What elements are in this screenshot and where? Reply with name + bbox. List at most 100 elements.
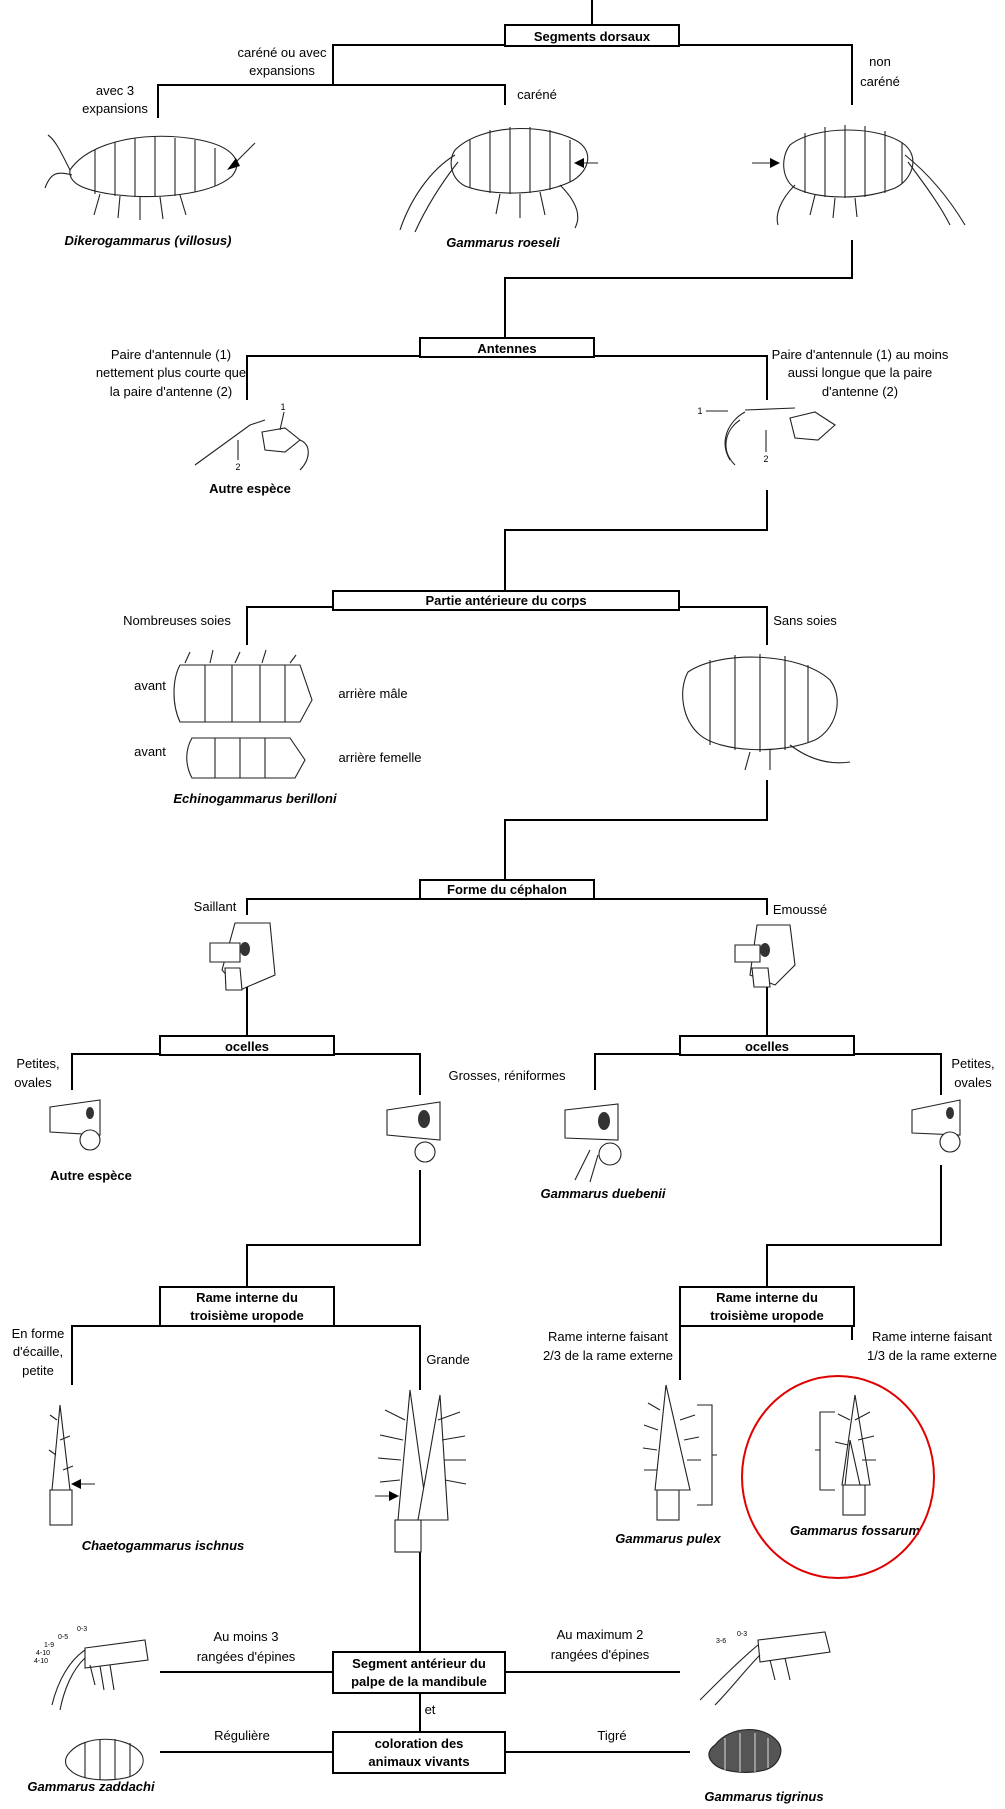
node-partie-anterieure: Partie antérieure du corps [332,590,680,611]
svg-text:avant: avant [134,744,166,759]
svg-text:ovales: ovales [14,1075,52,1090]
svg-text:Segment antérieur du: Segment antérieur du [352,1656,486,1671]
svg-text:0-5: 0-5 [58,1634,68,1641]
head-drawing-duebenii [564,1103,622,1183]
amphipod-drawing-echinogammarus [173,649,313,779]
svg-text:troisième uropode: troisième uropode [190,1308,303,1323]
svg-text:Paire d'antennule (1): Paire d'antennule (1) [111,347,231,362]
svg-text:coloration des: coloration des [375,1736,464,1751]
svg-text:Gammarus roeseli: Gammarus roeseli [446,235,560,250]
svg-text:animaux vivants: animaux vivants [368,1754,469,1769]
svg-text:2/3 de la rame externe: 2/3 de la rame externe [543,1348,673,1363]
node-rame-right: Rame interne du troisième uropode [679,1286,855,1327]
svg-text:Grande: Grande [426,1352,469,1367]
node-rame-left: Rame interne du troisième uropode [159,1286,335,1327]
svg-text:caréné: caréné [517,87,557,102]
svg-text:Partie antérieure du corps: Partie antérieure du corps [425,593,586,608]
svg-text:Chaetogammarus ischnus: Chaetogammarus ischnus [82,1538,245,1553]
svg-text:Sans soies: Sans soies [773,613,837,628]
svg-text:rangées d'épines: rangées d'épines [551,1647,650,1662]
uropod-drawing-pulex [642,1384,717,1521]
svg-text:arrière femelle: arrière femelle [338,750,421,765]
svg-text:Gammarus fossarum: Gammarus fossarum [790,1523,920,1538]
antenna-drawing-long: 1 2 [697,406,836,466]
svg-text:d'antenne (2): d'antenne (2) [822,384,898,399]
svg-text:1: 1 [280,402,285,412]
svg-text:4-10: 4-10 [34,1658,48,1665]
svg-text:Segments dorsaux: Segments dorsaux [534,29,651,44]
svg-text:ovales: ovales [954,1075,992,1090]
mandible-palp-drawing-left: 0-3 0-5 1-9 4-10 4-10 [34,1626,149,1711]
highlight-circle [741,1375,935,1579]
svg-text:Saillant: Saillant [194,899,237,914]
svg-text:et: et [425,1702,436,1717]
node-segment-mandibule: Segment antérieur du palpe de la mandibu… [332,1651,506,1694]
svg-text:arrière mâle: arrière mâle [338,686,407,701]
svg-text:Rame interne faisant: Rame interne faisant [872,1329,992,1344]
head-drawing-petites-ovales-left [49,1099,101,1151]
svg-text:Gammarus tigrinus: Gammarus tigrinus [704,1789,823,1804]
head-drawing-saillant [209,922,276,991]
svg-text:Au maximum 2: Au maximum 2 [557,1627,644,1642]
amphipod-drawing-zaddachi [64,1738,144,1781]
svg-text:rangées d'épines: rangées d'épines [197,1649,296,1664]
head-drawing-petites-ovales-right [911,1099,961,1153]
tree-lines [71,0,942,1753]
svg-text:Antennes: Antennes [477,341,536,356]
svg-text:Gammarus zaddachi: Gammarus zaddachi [27,1779,155,1794]
svg-text:Petites,: Petites, [951,1056,994,1071]
svg-text:0-3: 0-3 [77,1626,87,1633]
svg-text:0-3: 0-3 [737,1631,747,1638]
svg-text:Echinogammarus berilloni: Echinogammarus berilloni [173,791,337,806]
head-drawing-grosses-left [386,1101,441,1163]
svg-text:Rame interne faisant: Rame interne faisant [548,1329,668,1344]
uropod-drawing-fossarum [815,1394,876,1516]
svg-text:Grosses, réniformes: Grosses, réniformes [448,1068,566,1083]
node-forme-cephalon: Forme du céphalon [419,879,595,900]
svg-text:petite: petite [22,1363,54,1378]
svg-text:En forme: En forme [12,1326,65,1341]
svg-text:Autre espèce: Autre espèce [209,481,291,496]
amphipod-drawing-non-carene [752,125,966,226]
node-ocelles-right: ocelles [679,1035,855,1056]
svg-text:4-10: 4-10 [36,1650,50,1657]
amphipod-drawing-roeseli [399,127,598,233]
node-antennes: Antennes [419,337,595,358]
svg-text:Gammarus duebenii: Gammarus duebenii [541,1186,666,1201]
svg-text:ocelles: ocelles [225,1039,269,1054]
node-coloration: coloration des animaux vivants [332,1731,506,1774]
antenna-drawing-short: 1 2 [194,402,309,472]
svg-text:Petites,: Petites, [16,1056,59,1071]
svg-text:Régulière: Régulière [214,1728,270,1743]
svg-text:2: 2 [763,454,768,464]
svg-text:caréné: caréné [860,74,900,89]
svg-text:1-9: 1-9 [44,1642,54,1649]
node-ocelles-left: ocelles [159,1035,335,1056]
uropod-drawing-grande [375,1389,467,1553]
svg-text:1/3 de la rame externe: 1/3 de la rame externe [867,1348,997,1363]
species-names: Dikerogammarus (villosus) Gammarus roese… [27,233,920,1804]
svg-text:la paire d'antenne (2): la paire d'antenne (2) [110,384,232,399]
branch-labels: caréné ou avec expansions avec 3 expansi… [12,45,997,1743]
svg-text:Emoussé: Emoussé [773,902,827,917]
mandible-palp-drawing-right: 3-6 0-3 [699,1631,831,1706]
svg-text:2: 2 [235,462,240,472]
node-segments-dorsaux: Segments dorsaux [504,24,680,47]
svg-text:3-6: 3-6 [716,1638,726,1645]
svg-text:troisième uropode: troisième uropode [710,1308,823,1323]
svg-text:Rame interne du: Rame interne du [716,1290,818,1305]
svg-text:Au moins 3: Au moins 3 [213,1629,278,1644]
svg-text:Rame interne du: Rame interne du [196,1290,298,1305]
svg-text:ocelles: ocelles [745,1039,789,1054]
amphipod-drawing-sans-soies [682,654,851,771]
svg-text:expansions: expansions [249,63,315,78]
svg-text:caréné ou avec: caréné ou avec [238,45,327,60]
svg-text:Autre espèce: Autre espèce [50,1168,132,1183]
svg-text:d'écaille,: d'écaille, [13,1344,63,1359]
svg-text:Gammarus pulex: Gammarus pulex [615,1531,721,1546]
svg-text:avant: avant [134,678,166,693]
amphipod-drawing-tigrinus [708,1729,782,1773]
svg-text:palpe de la mandibule: palpe de la mandibule [351,1674,487,1689]
svg-text:Dikerogammarus (villosus): Dikerogammarus (villosus) [65,233,232,248]
